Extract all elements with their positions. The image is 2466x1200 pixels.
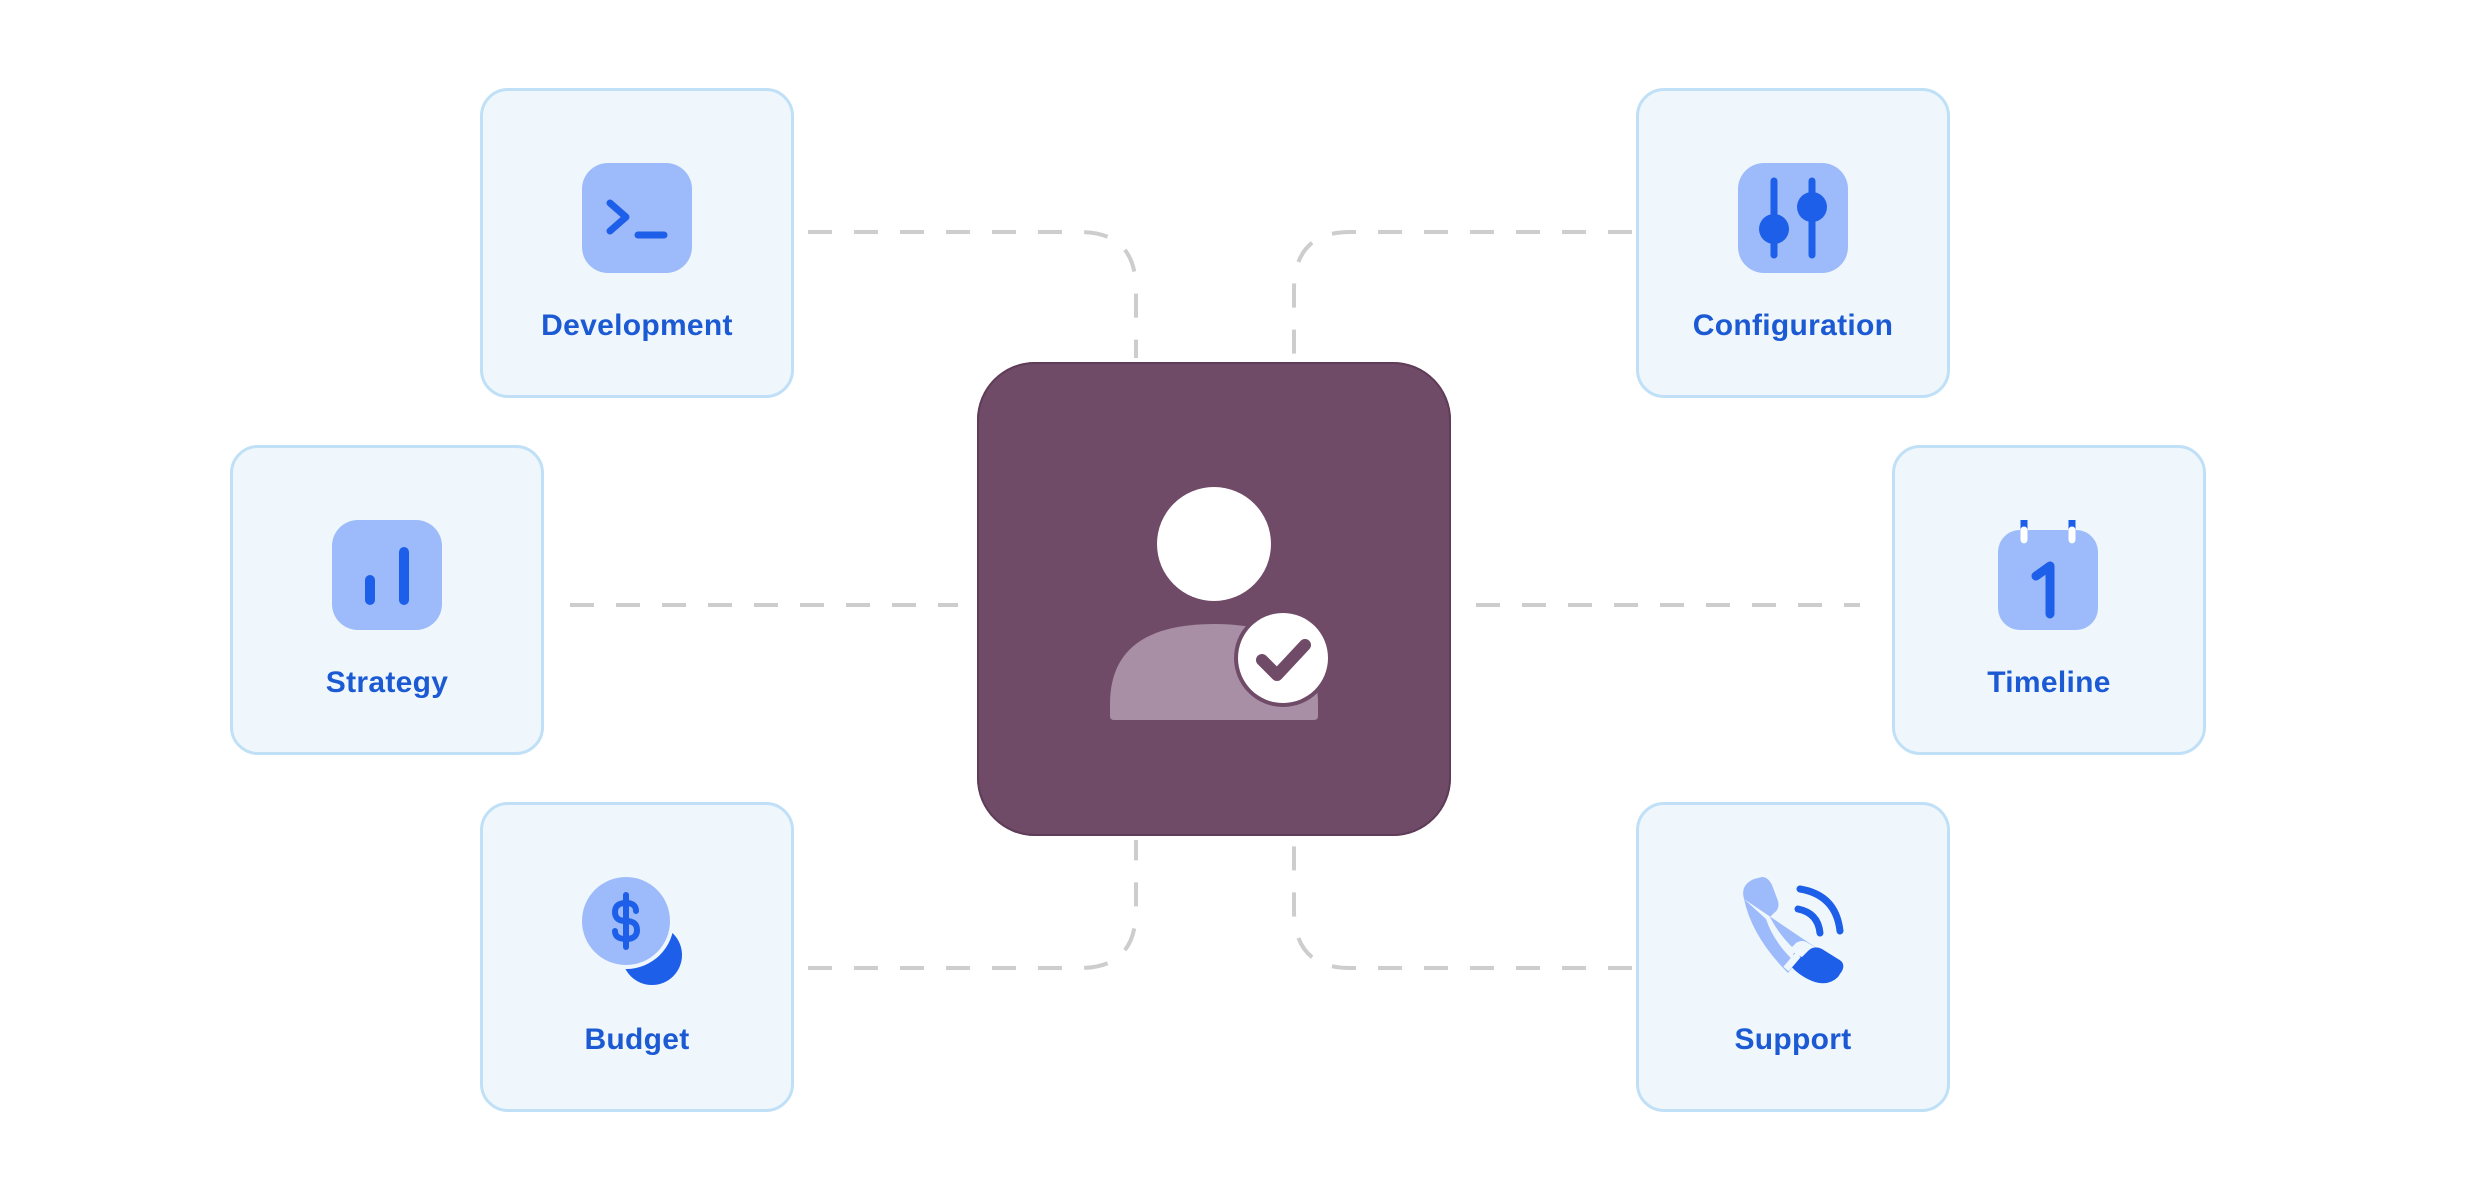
node-label: Configuration bbox=[1692, 309, 1894, 342]
node-label: Budget bbox=[584, 1023, 690, 1056]
bar-chart-icon bbox=[332, 520, 442, 630]
sliders-icon bbox=[1738, 163, 1848, 273]
node-development: Development bbox=[480, 88, 794, 398]
node-timeline: Timeline bbox=[1892, 445, 2206, 755]
node-budget: Budget bbox=[480, 802, 794, 1112]
node-label: Development bbox=[541, 309, 733, 342]
connector-development bbox=[808, 230, 1138, 358]
node-label: Timeline bbox=[1987, 666, 2111, 699]
center-user-node bbox=[977, 362, 1451, 836]
node-strategy: Strategy bbox=[230, 445, 544, 755]
phone-call-icon bbox=[1743, 877, 1844, 984]
user-check-icon bbox=[1110, 487, 1332, 720]
connector-support bbox=[1292, 840, 1632, 970]
terminal-icon bbox=[582, 163, 692, 273]
connector-configuration bbox=[1292, 230, 1632, 358]
dollar-coins-icon bbox=[582, 877, 682, 985]
calendar-icon bbox=[1998, 520, 2098, 630]
connector-budget bbox=[808, 840, 1138, 970]
node-configuration: Configuration bbox=[1636, 88, 1950, 398]
node-support: Support bbox=[1636, 802, 1950, 1112]
node-label: Strategy bbox=[325, 666, 449, 699]
node-label: Support bbox=[1734, 1023, 1852, 1056]
